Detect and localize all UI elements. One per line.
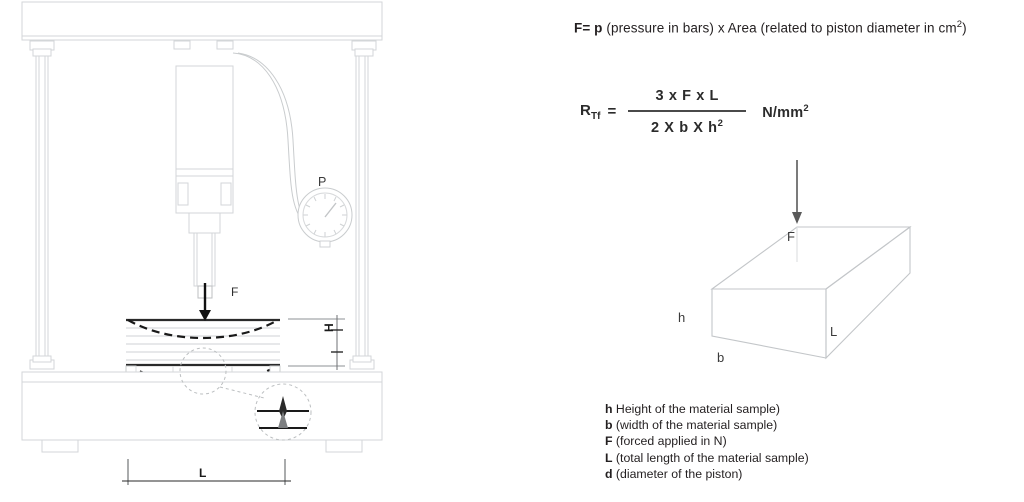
press-column-left bbox=[29, 55, 55, 370]
specimen-stack bbox=[126, 318, 280, 367]
force-definition-superscript: 2 bbox=[956, 19, 963, 30]
hydraulic-hose bbox=[232, 52, 312, 232]
beam-force-label: F bbox=[787, 229, 795, 244]
formula-denominator-superscript: 2 bbox=[717, 118, 724, 129]
press-column-right bbox=[349, 55, 375, 370]
formula-symbol: RTf bbox=[580, 102, 601, 122]
fraction-bar bbox=[628, 110, 747, 112]
force-definition-prefix: F= p bbox=[574, 20, 603, 36]
pressure-gauge bbox=[297, 187, 353, 248]
force-definition: F= p (pressure in bars) x Area (related … bbox=[574, 19, 967, 36]
flexural-strength-formula: RTf = 3 x F x L 2 X b X h2 N/mm2 bbox=[580, 88, 809, 136]
formula-symbol-base: R bbox=[580, 101, 592, 119]
legend-text: Height of the material sample) bbox=[612, 402, 780, 416]
press-span-label: L bbox=[199, 466, 207, 480]
beam-width-label: b bbox=[717, 350, 725, 365]
legend-text: (total length of the material sample) bbox=[612, 450, 809, 465]
press-top-beam bbox=[21, 1, 383, 41]
height-dimension bbox=[288, 315, 345, 370]
pressure-gauge-label: P bbox=[318, 175, 327, 189]
force-definition-tail: ) bbox=[962, 20, 967, 36]
press-top-collars bbox=[29, 40, 377, 57]
formula-symbol-subscript: Tf bbox=[591, 110, 601, 122]
symbol-legend: h Height of the material sample) b (widt… bbox=[605, 401, 809, 482]
legend-symbol: L bbox=[605, 450, 613, 465]
formula-units-superscript: 2 bbox=[803, 103, 809, 114]
legend-text: (width of the material sample) bbox=[612, 418, 778, 433]
press-base bbox=[21, 371, 383, 453]
formula-fraction: 3 x F x L 2 X b X h2 bbox=[628, 88, 747, 136]
beam-height-label: h bbox=[678, 310, 686, 325]
legend-item: L (total length of the material sample) bbox=[605, 450, 809, 466]
press-force-label: F bbox=[231, 285, 239, 299]
legend-text: (forced applied in N) bbox=[612, 434, 727, 449]
detail-callout bbox=[179, 347, 312, 441]
legend-symbol: h bbox=[605, 402, 613, 416]
press-force-arrow bbox=[199, 283, 211, 321]
beam-force-arrow bbox=[792, 160, 802, 224]
formula-numerator: 3 x F x L bbox=[655, 88, 719, 104]
legend-item: d (diameter of the piston) bbox=[605, 466, 809, 482]
legend-item: F (forced applied in N) bbox=[605, 433, 809, 449]
formula-denominator: 2 X b X h2 bbox=[639, 112, 736, 136]
force-definition-text: (pressure in bars) x Area (related to pi… bbox=[602, 20, 957, 36]
fracture-detail bbox=[257, 396, 309, 429]
hydraulic-cylinder bbox=[175, 65, 234, 234]
legend-symbol: b bbox=[605, 418, 613, 433]
formula-denominator-main: 2 X b X h bbox=[651, 119, 718, 136]
legend-item: h Height of the material sample) bbox=[605, 401, 809, 417]
legend-item: b (width of the material sample) bbox=[605, 417, 809, 433]
formula-units: N/mm2 bbox=[762, 103, 809, 121]
press-machine-illustration: P F L H bbox=[0, 0, 400, 502]
formula-equals: = bbox=[607, 103, 617, 121]
beam-wireframe bbox=[710, 225, 912, 360]
legend-symbol: d bbox=[605, 466, 613, 481]
beam-isometric-svg bbox=[710, 160, 912, 360]
press-machine-svg bbox=[21, 1, 383, 485]
formula-panel: F= p (pressure in bars) x Area (related … bbox=[560, 0, 1024, 502]
legend-symbol: F bbox=[605, 434, 613, 449]
press-height-label: H bbox=[322, 323, 336, 332]
legend-text: (diameter of the piston) bbox=[612, 466, 743, 481]
span-dimension bbox=[122, 459, 291, 485]
beam-length-label: L bbox=[830, 324, 838, 339]
formula-units-main: N/mm bbox=[762, 104, 804, 121]
